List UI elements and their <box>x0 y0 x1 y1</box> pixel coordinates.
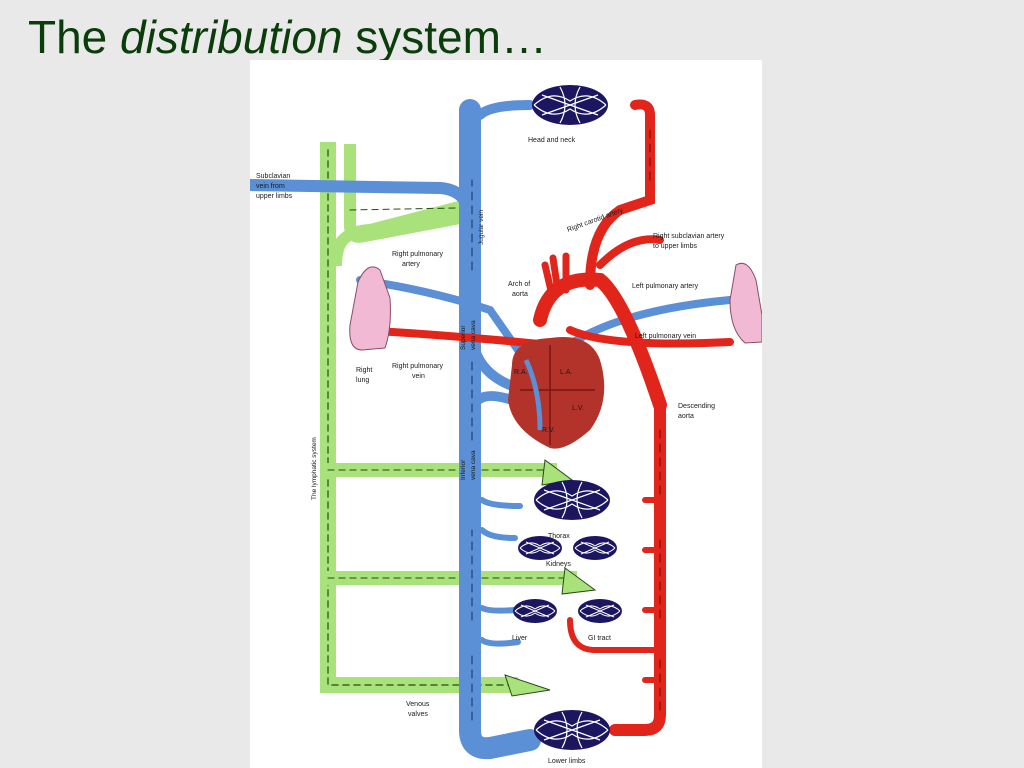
label-right-pulm-vein-1: Right pulmonary <box>392 363 443 370</box>
label-gi-tract: GI tract <box>588 635 611 642</box>
label-jugular-vein: Jugular vein <box>478 210 485 245</box>
label-subclavian-vein-3: upper limbs <box>256 193 293 200</box>
label-descending-aorta-2: aorta <box>678 413 694 420</box>
label-subclavian-vein-2: vein from <box>256 183 285 190</box>
label-left-pulm-artery: Left pulmonary artery <box>632 283 699 290</box>
label-arch-aorta-2: aorta <box>512 291 528 298</box>
heart <box>508 336 605 449</box>
label-right-subclavian-2: to upper limbs <box>653 243 697 250</box>
slide-title: The distribution system… <box>28 6 547 68</box>
label-lower-limbs: Lower limbs <box>548 758 586 765</box>
title-prefix: The <box>28 11 121 63</box>
label-kidneys: Kidneys <box>546 561 571 568</box>
label-ivc-1: Inferior <box>460 459 467 480</box>
label-rv: R.V. <box>542 427 555 434</box>
label-venous-valves-1: Venous <box>406 701 430 708</box>
label-ivc-2: vena cava <box>470 450 477 480</box>
label-lymphatic-system: The lymphatic system <box>311 437 318 500</box>
label-right-pulm-artery-2: artery <box>402 261 420 268</box>
label-svc-1: Superior <box>460 325 467 350</box>
label-liver: Liver <box>512 635 528 642</box>
label-right-pulm-artery-1: Right pulmonary <box>392 251 443 258</box>
label-right-carotid: Right carotid artery <box>566 207 624 234</box>
title-italic: distribution <box>120 11 343 63</box>
left-lung <box>729 262 762 344</box>
label-la: L.A. <box>560 369 573 376</box>
lymphatic-vessels <box>320 142 597 697</box>
label-ra: R.A. <box>514 369 528 376</box>
label-left-pulm-vein: Left pulmonary vein <box>635 333 696 340</box>
label-lv: L.V. <box>572 405 584 412</box>
right-lung <box>349 266 391 351</box>
label-right-pulm-vein-2: vein <box>412 373 425 380</box>
label-thorax: Thorax <box>548 533 570 540</box>
circulation-diagram: Head and neck Subclavian vein from upper… <box>250 60 762 768</box>
label-descending-aorta-1: Descending <box>678 403 715 410</box>
label-right-subclavian-1: Right subclavian artery <box>653 233 725 240</box>
label-venous-valves-2: valves <box>408 711 428 718</box>
label-svc-2: vena cava <box>470 320 477 350</box>
title-suffix: system… <box>342 11 547 63</box>
label-subclavian-vein-1: Subclavian <box>256 173 290 180</box>
label-right-lung-1: Right <box>356 367 372 374</box>
label-arch-aorta-1: Arch of <box>508 281 530 288</box>
label-head-neck: Head and neck <box>528 137 576 144</box>
label-right-lung-2: lung <box>356 377 369 384</box>
